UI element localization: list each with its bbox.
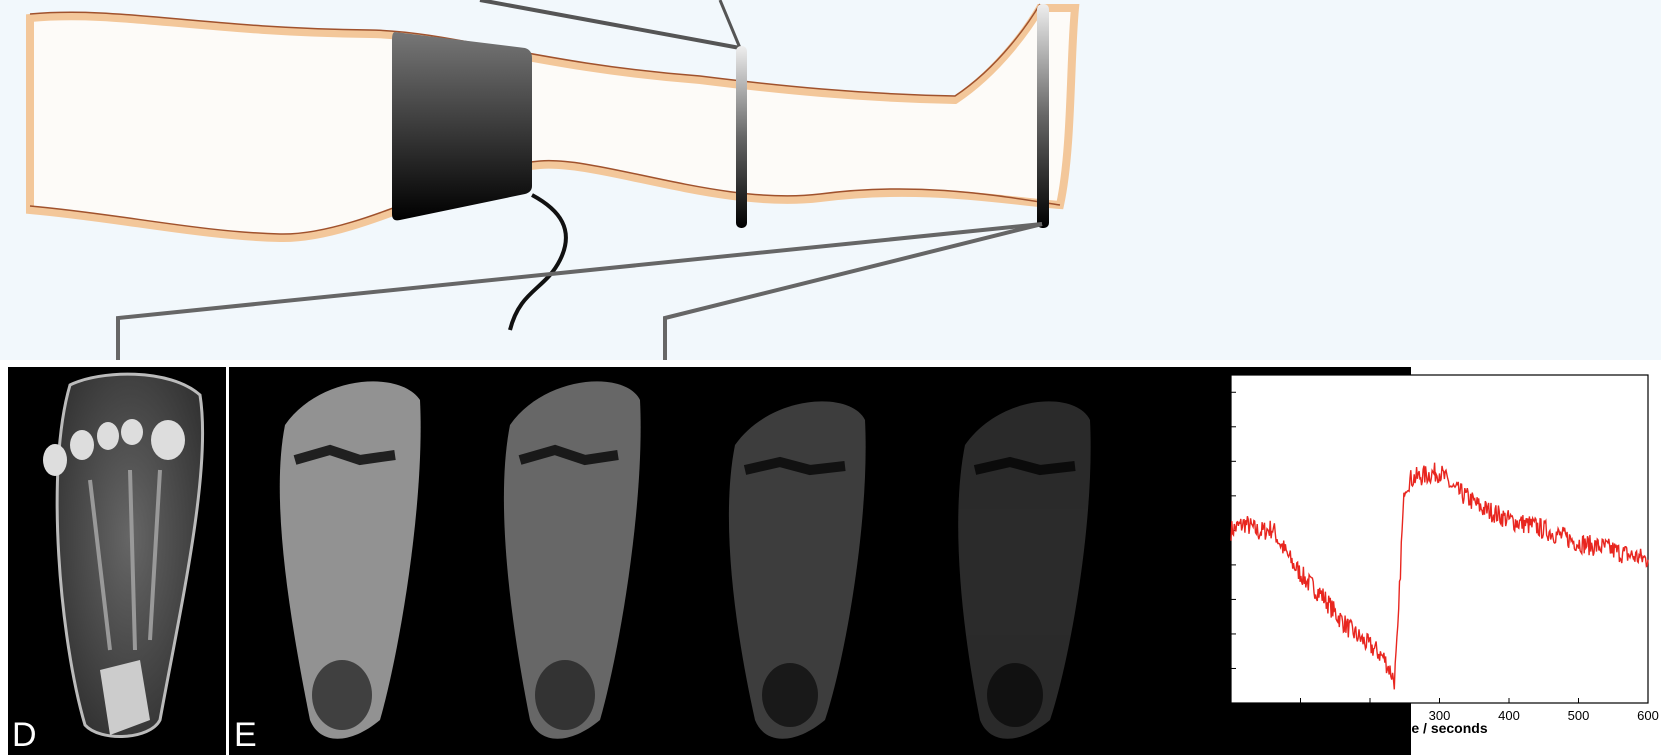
- y-tick-label: 0.98: [1200, 557, 1225, 572]
- y-tick-label: 0.96: [1200, 591, 1225, 606]
- y-tick-label: 1.06: [1200, 419, 1225, 434]
- y-tick-label: 1.02: [1200, 488, 1225, 503]
- x-tick-label: 400: [1498, 708, 1520, 723]
- x-tick-label: 500: [1568, 708, 1590, 723]
- x-tick-label: 100: [1290, 708, 1312, 723]
- y-tick-label: 1.08: [1200, 384, 1225, 399]
- y-tick-label: 0.94: [1200, 626, 1225, 641]
- y-tick-label: 0.92: [1200, 660, 1225, 675]
- x-axis-label: time / seconds: [1390, 720, 1487, 736]
- y-tick-label: 0.9: [1207, 695, 1225, 710]
- x-tick-label: 200: [1359, 708, 1381, 723]
- x-tick-label: 0: [1227, 708, 1234, 723]
- y-tick-label: 1: [1218, 522, 1225, 537]
- y-axis-label: BOLD signal / a.u.: [1173, 479, 1189, 599]
- y-tick-label: 1.04: [1200, 453, 1225, 468]
- x-tick-label: 600: [1637, 708, 1659, 723]
